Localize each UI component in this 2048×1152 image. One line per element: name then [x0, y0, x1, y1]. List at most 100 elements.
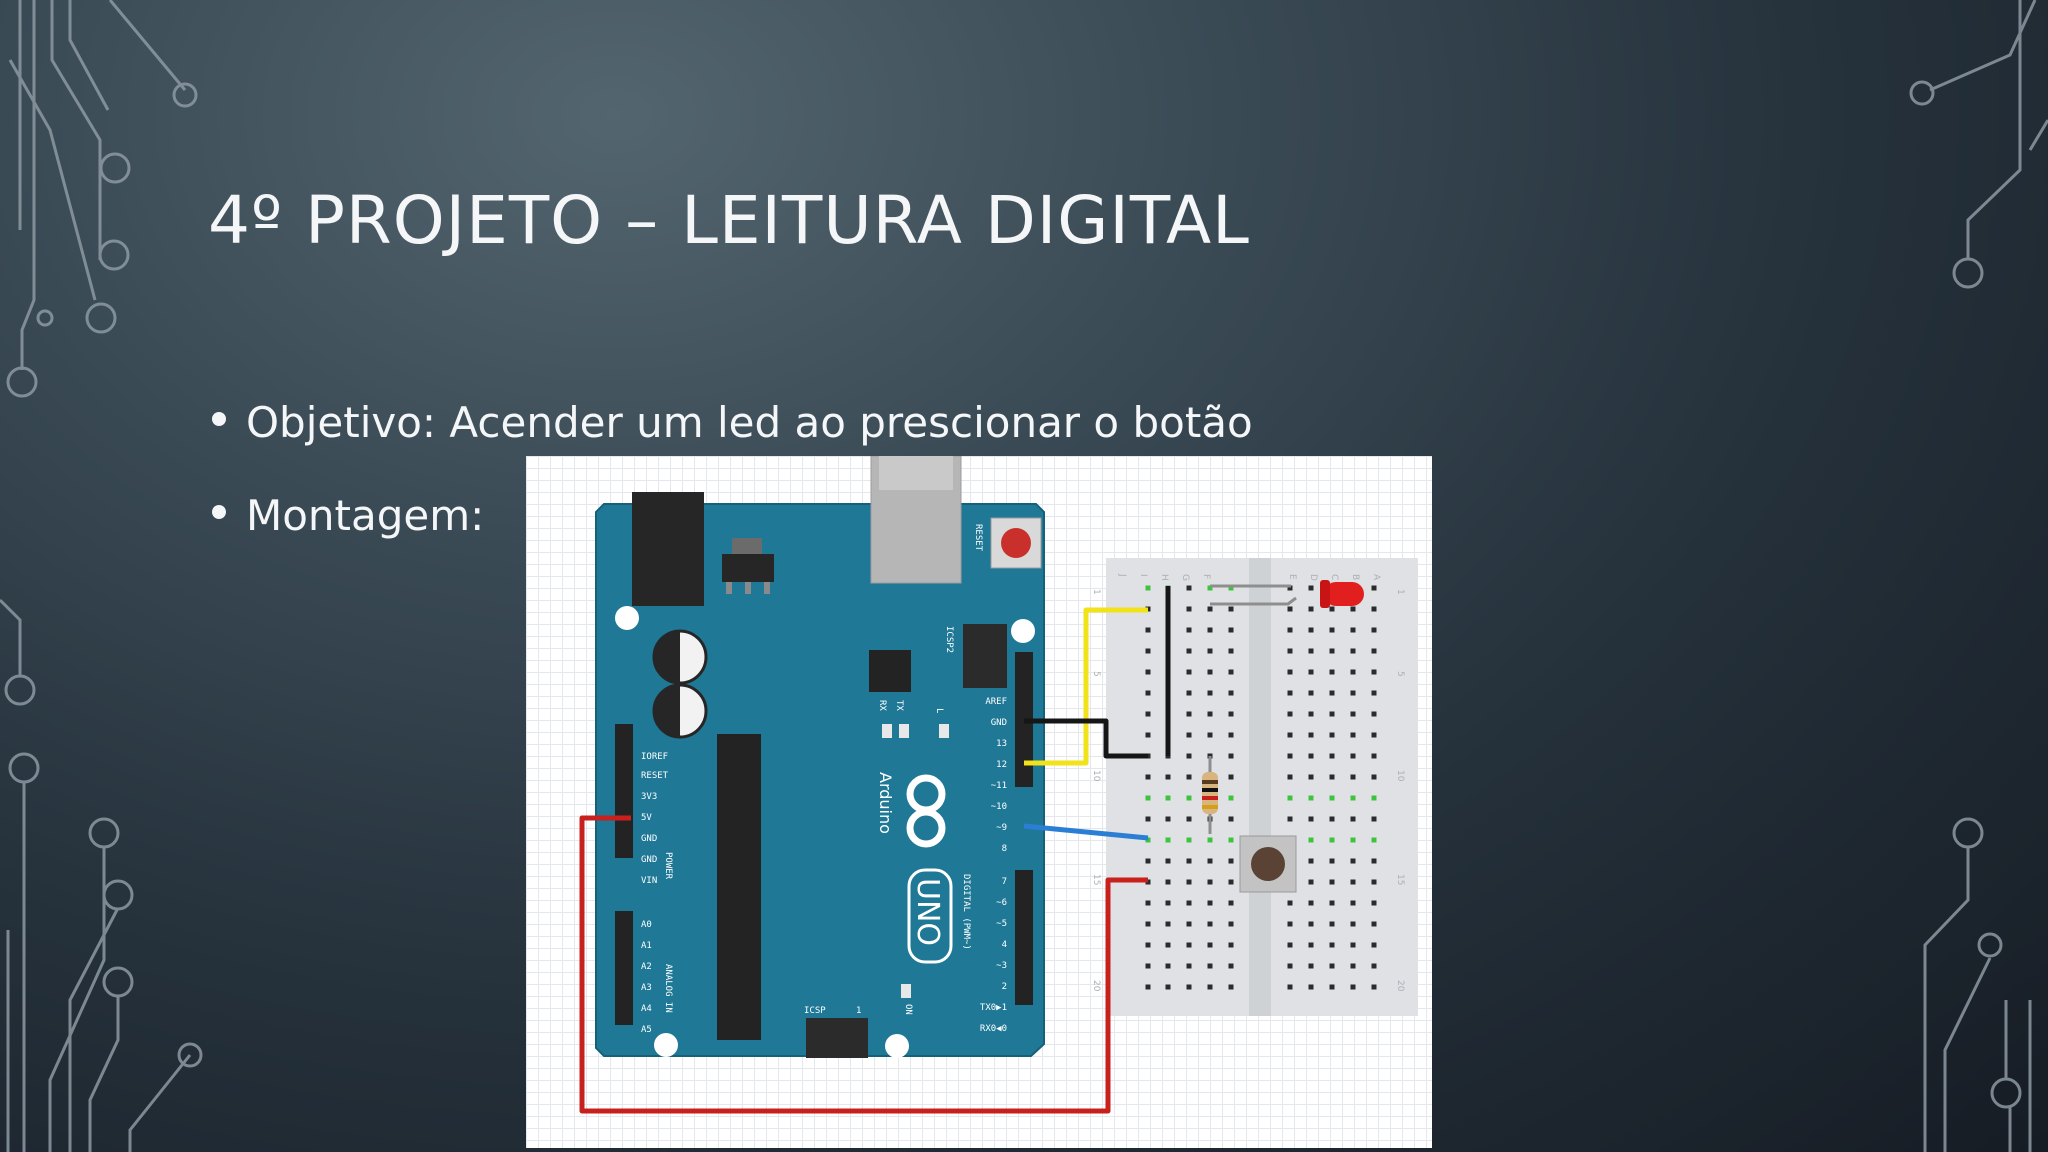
breadboard-hole [1186, 669, 1192, 675]
breadboard-hole [1207, 942, 1213, 948]
breadboard-hole [1371, 669, 1377, 675]
breadboard-hole [1371, 774, 1377, 780]
breadboard-hole [1165, 837, 1171, 843]
breadboard-hole [1287, 921, 1293, 927]
breadboard-hole [1207, 711, 1213, 717]
tx-label: TX [894, 700, 904, 711]
breadboard-hole [1228, 963, 1234, 969]
breadboard-hole [1308, 984, 1314, 990]
breadboard-hole [1186, 711, 1192, 717]
breadboard-hole [1308, 963, 1314, 969]
breadboard-hole [1287, 669, 1293, 675]
bb-letter: H [1159, 574, 1169, 581]
breadboard-hole [1371, 900, 1377, 906]
bb-letter: J [1117, 573, 1127, 577]
icsp2-label: ICSP2 [944, 626, 954, 653]
breadboard-hole [1287, 984, 1293, 990]
breadboard-hole [1350, 921, 1356, 927]
yellow-wire [1024, 607, 1148, 766]
bb-row-number: 10 [1091, 770, 1101, 782]
blue-wire [1023, 823, 1149, 841]
bullet-montagem: Montagem: [208, 491, 1253, 540]
breadboard-hole [1308, 921, 1314, 927]
breadboard-hole [1350, 816, 1356, 822]
bb-row-number: 15 [1091, 874, 1101, 885]
pin-label: A0 [641, 920, 652, 930]
breadboard-hole [1371, 984, 1377, 990]
breadboard-hole [1287, 585, 1293, 591]
breadboard-hole [1287, 606, 1293, 612]
pin-label: ~11 [991, 781, 1007, 791]
bullet-list: Objetivo: Acender um led ao prescionar o… [208, 398, 1253, 584]
breadboard-hole [1308, 858, 1314, 864]
breadboard-hole [1228, 711, 1234, 717]
breadboard-hole [1145, 837, 1151, 843]
pin-label: GND [641, 855, 657, 865]
breadboard-hole [1371, 858, 1377, 864]
breadboard-hole [1207, 585, 1213, 591]
breadboard-hole [1186, 627, 1192, 633]
analog-label: ANALOG IN [663, 964, 673, 1013]
pin-label: A4 [641, 1004, 652, 1014]
breadboard-hole [1329, 963, 1335, 969]
pin-label: ~5 [996, 919, 1007, 929]
bb-row-number: 1 [1091, 589, 1101, 595]
pin-label: RX0◀0 [980, 1024, 1007, 1034]
breadboard: J I H G F E D C B A 1 5 10 15 20 1 5 10 … [1091, 558, 1418, 1016]
breadboard-hole [1287, 900, 1293, 906]
breadboard-hole [1186, 690, 1192, 696]
breadboard-hole [1186, 732, 1192, 738]
breadboard-hole [1186, 774, 1192, 780]
breadboard-hole [1308, 606, 1314, 612]
breadboard-hole [1165, 900, 1171, 906]
bb-row-number: 5 [1395, 671, 1405, 677]
breadboard-hole [1165, 774, 1171, 780]
breadboard-hole [1287, 753, 1293, 759]
breadboard-hole [1371, 963, 1377, 969]
breadboard-hole [1308, 711, 1314, 717]
breadboard-hole [1186, 858, 1192, 864]
breadboard-holes [1145, 585, 1377, 990]
breadboard-hole [1228, 669, 1234, 675]
breadboard-hole [1329, 942, 1335, 948]
breadboard-hole [1350, 627, 1356, 633]
breadboard-hole [1186, 837, 1192, 843]
breadboard-hole [1165, 963, 1171, 969]
analog-header [615, 911, 633, 1025]
breadboard-hole [1145, 942, 1151, 948]
arduino-logo [906, 774, 946, 848]
breadboard-hole [1308, 942, 1314, 948]
breadboard-hole [1329, 921, 1335, 927]
breadboard-hole [1329, 837, 1335, 843]
atmega-chip [717, 734, 761, 1040]
bb-letter: D [1308, 574, 1318, 581]
bullet-objective: Objetivo: Acender um led ao prescionar o… [208, 398, 1253, 447]
breadboard-hole [1287, 732, 1293, 738]
rx-label: RX [877, 700, 887, 711]
breadboard-hole [1207, 606, 1213, 612]
power-pin-labels: IOREF RESET 3V3 5V GND GND VIN [641, 752, 669, 886]
breadboard-hole [1371, 732, 1377, 738]
pin-label: GND [991, 718, 1007, 728]
breadboard-row-numbers: 1 5 10 15 20 1 5 10 15 20 [1091, 589, 1405, 992]
pin-label: 4 [1002, 940, 1007, 950]
breadboard-hole [1207, 963, 1213, 969]
breadboard-hole [1350, 984, 1356, 990]
breadboard-hole [1350, 606, 1356, 612]
breadboard-hole [1145, 963, 1151, 969]
breadboard-hole [1329, 711, 1335, 717]
pin-label: IOREF [641, 752, 668, 762]
breadboard-hole [1329, 774, 1335, 780]
breadboard-hole [1287, 795, 1293, 801]
breadboard-hole [1329, 984, 1335, 990]
breadboard-hole [1145, 648, 1151, 654]
breadboard-hole [1186, 585, 1192, 591]
breadboard-hole [1207, 669, 1213, 675]
bb-letter: F [1201, 574, 1211, 579]
bb-row-number: 1 [1395, 589, 1405, 595]
breadboard-hole [1350, 669, 1356, 675]
breadboard-hole [1371, 795, 1377, 801]
breadboard-hole [1371, 753, 1377, 759]
digital-label: DIGITAL (PWM~) [961, 874, 971, 950]
